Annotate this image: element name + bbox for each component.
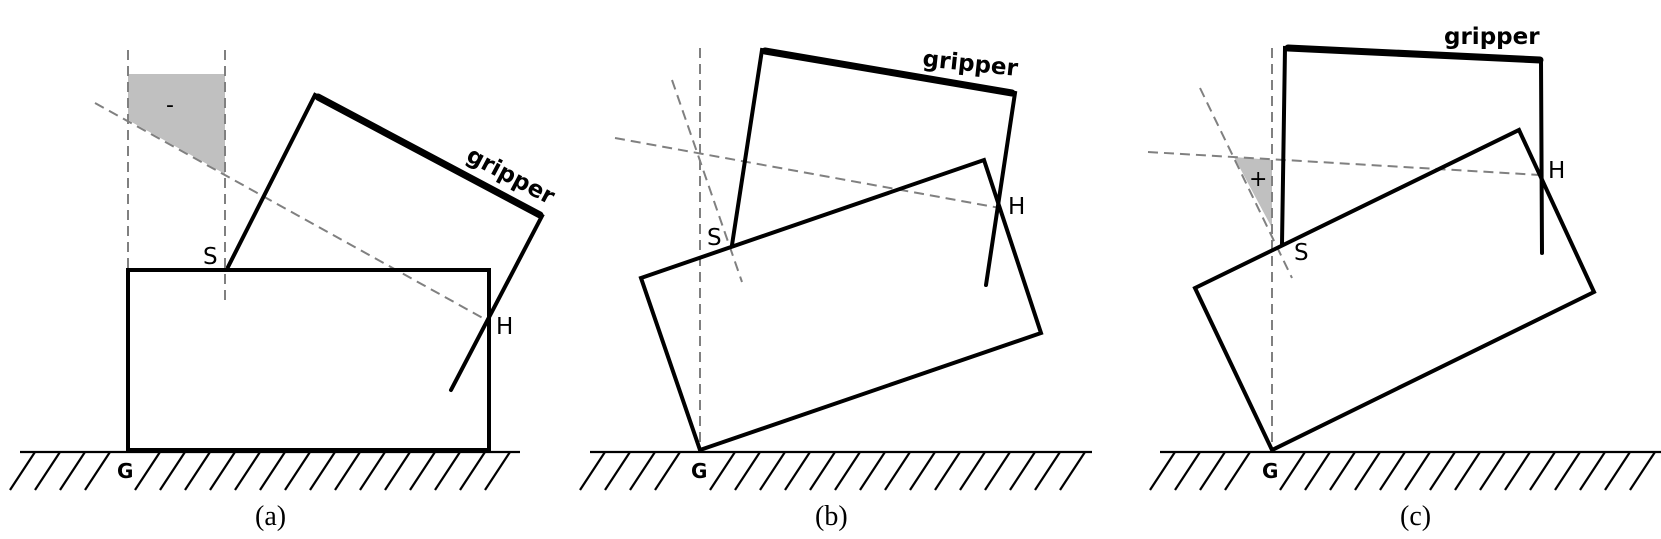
point-h-label-b: H: [1008, 194, 1025, 220]
gripper-finger-a: [226, 92, 545, 392]
diagonal-dashed-line-a: [94, 102, 491, 323]
ground-hatch-b: [579, 451, 1086, 491]
panel-b: gripper S H G (b): [579, 46, 1092, 532]
object-box-c: [1192, 127, 1597, 453]
horizontal-dashed-line-c: [1147, 151, 1541, 176]
ground-hatch-a: [9, 451, 511, 491]
object-box-b: [638, 157, 1044, 453]
gripper-pad-a: [314, 93, 544, 219]
steep-dashed-line-b: [671, 79, 743, 283]
shaded-angle-region-a: [128, 74, 225, 174]
point-h-label-c: H: [1548, 158, 1565, 184]
shaded-angle-region-c: [1234, 157, 1272, 228]
caption-c: (c): [1400, 501, 1431, 532]
point-g-label-c: G: [1262, 459, 1278, 483]
shaded-sign-a: -: [166, 93, 174, 118]
horizontal-dashed-line-b: [614, 137, 1001, 209]
gripper-pad-c: [1284, 44, 1544, 64]
point-s-label-b: S: [707, 225, 722, 251]
point-s-label-c: S: [1294, 240, 1309, 266]
steep-dashed-line-c: [1199, 87, 1293, 279]
point-g-label-a: G: [117, 459, 133, 483]
point-g-label-b: G: [691, 459, 707, 483]
panel-a: - gripper S H G (a): [9, 50, 559, 532]
ground-hatch-c: [1149, 451, 1656, 491]
object-box-a: [126, 268, 491, 452]
panel-c: + gripper S H G (c): [1147, 24, 1661, 532]
gripper-pad-b: [761, 47, 1016, 97]
caption-b: (b): [815, 501, 848, 532]
gripper-finger-c: [1280, 45, 1544, 255]
shaded-sign-c: +: [1249, 167, 1267, 192]
point-h-label-a: H: [496, 314, 513, 340]
point-s-label-a: S: [203, 244, 218, 270]
caption-a: (a): [255, 501, 286, 532]
gripper-label-c: gripper: [1444, 24, 1540, 50]
